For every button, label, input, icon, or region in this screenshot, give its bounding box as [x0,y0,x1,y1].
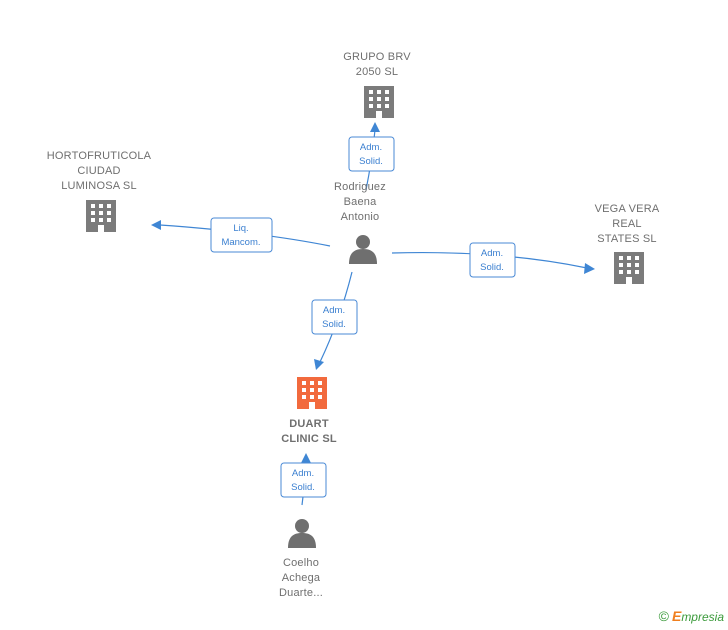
edge-label-line: Liq. [233,223,248,234]
node-label-line: Baena [344,196,377,208]
node-label-line: LUMINOSA SL [61,180,137,192]
edge-label-line: Solid. [291,482,315,493]
edge-label-line: Adm. [481,248,503,259]
node-label-line: HORTOFRUTICOLA [47,150,152,162]
building-icon [364,86,394,118]
node-duart-clinic[interactable]: DUART CLINIC SL [281,377,337,445]
edge-label-line: Adm. [360,142,382,153]
arrow-to-horto [151,220,161,230]
building-icon [86,200,116,232]
person-icon [349,235,377,264]
edge-label-coelho-to-duart: Adm. Solid. [280,462,327,498]
node-coelho[interactable]: Coelho Achega Duarte... [279,519,323,599]
edge-label-line: Mancom. [221,237,260,248]
node-hortofruticola[interactable]: HORTOFRUTICOLA CIUDAD LUMINOSA SL [47,150,152,232]
node-label-line: VEGA VERA [595,203,660,215]
arrow-to-duart [314,359,324,370]
brand-first-letter: E [671,608,682,624]
node-vega-vera[interactable]: VEGA VERA REAL STATES SL [595,203,660,284]
edge-label-to-horto: Liq. Mancom. [210,217,273,253]
edge-label-line: Solid. [480,262,504,273]
edge-label-line: Solid. [359,156,383,167]
arrow-to-vega [584,263,595,274]
node-label-line: GRUPO BRV [343,51,411,63]
node-label-line: Achega [282,572,321,584]
node-label-line: REAL [612,218,642,230]
edge-label-to-vega: Adm. Solid. [469,242,516,278]
edge-label-to-grupo: Adm. Solid. [348,136,395,172]
node-label-line: DUART [289,418,329,430]
edge-label-line: Adm. [323,305,345,316]
arrow-coelho-to-duart [301,453,311,463]
building-icon [297,377,327,409]
edge-lines [151,122,595,506]
copyright-icon: © [658,608,669,624]
edge-label-to-duart: Adm. Solid. [311,299,358,335]
brand-rest: mpresia [681,610,724,624]
node-label-line: Duarte... [279,587,323,599]
node-label-line: STATES SL [597,233,656,245]
edge-label-line: Adm. [292,468,314,479]
node-label-line: Coelho [283,557,319,569]
empresia-logo: ©Empresia [659,608,724,624]
node-grupo-brv[interactable]: GRUPO BRV 2050 SL [343,51,411,118]
node-rodriguez[interactable]: Rodriguez Baena Antonio [334,181,386,264]
node-label-line: CIUDAD [77,165,120,177]
node-label-line: Antonio [341,211,380,223]
node-label-line: 2050 SL [356,66,398,78]
node-label-line: CLINIC SL [281,433,337,445]
arrow-to-grupo [370,122,380,132]
edge-label-line: Solid. [322,319,346,330]
node-label-line: Rodriguez [334,181,386,193]
building-icon [614,252,644,284]
person-icon [288,519,316,548]
